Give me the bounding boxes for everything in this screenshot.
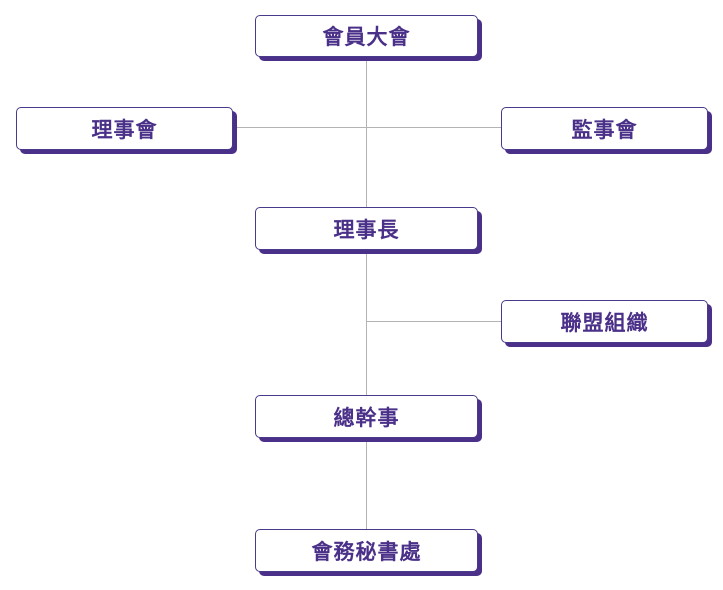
node-secretary-general-label: 總幹事 bbox=[333, 405, 400, 430]
node-alliance-organization: 聯盟組織 bbox=[501, 300, 708, 343]
node-general-assembly-label: 會員大會 bbox=[322, 25, 411, 49]
node-secretary-general: 總幹事 bbox=[255, 395, 478, 438]
node-board-of-directors-label: 理事會 bbox=[91, 117, 158, 142]
node-chairman: 理事長 bbox=[255, 207, 478, 250]
node-chairman-label: 理事長 bbox=[333, 217, 400, 242]
node-general-assembly: 會員大會 bbox=[255, 15, 478, 57]
node-secretariat-label: 會務秘書處 bbox=[311, 539, 422, 564]
node-board-of-supervisors: 監事會 bbox=[501, 107, 708, 150]
node-secretariat: 會務秘書處 bbox=[255, 529, 478, 572]
connector-board-row bbox=[233, 127, 502, 128]
node-board-of-supervisors-label: 監事會 bbox=[571, 117, 638, 142]
node-alliance-organization-label: 聯盟組織 bbox=[560, 310, 649, 335]
node-board-of-directors: 理事會 bbox=[16, 107, 233, 150]
connector-trunk bbox=[366, 60, 367, 530]
connector-alliance bbox=[367, 321, 502, 322]
